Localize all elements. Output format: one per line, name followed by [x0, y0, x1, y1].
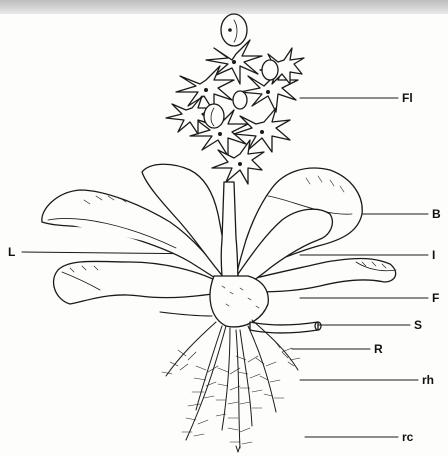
label-fl: Fl: [402, 92, 413, 104]
label-r: R: [374, 343, 383, 355]
label-rc: rc: [402, 431, 413, 443]
hooded-floret-2: [262, 60, 278, 80]
label-s: S: [414, 319, 422, 331]
hooded-floret-3: [233, 91, 247, 109]
label-i: I: [432, 249, 435, 261]
label-b: B: [432, 208, 441, 220]
float-base: [210, 276, 268, 327]
label-rh: rh: [422, 374, 434, 386]
label-l: L: [8, 246, 15, 258]
stolon-left: [160, 312, 212, 316]
inflorescence: [166, 14, 304, 184]
label-f: F: [432, 292, 439, 304]
root-cap: [236, 446, 240, 452]
